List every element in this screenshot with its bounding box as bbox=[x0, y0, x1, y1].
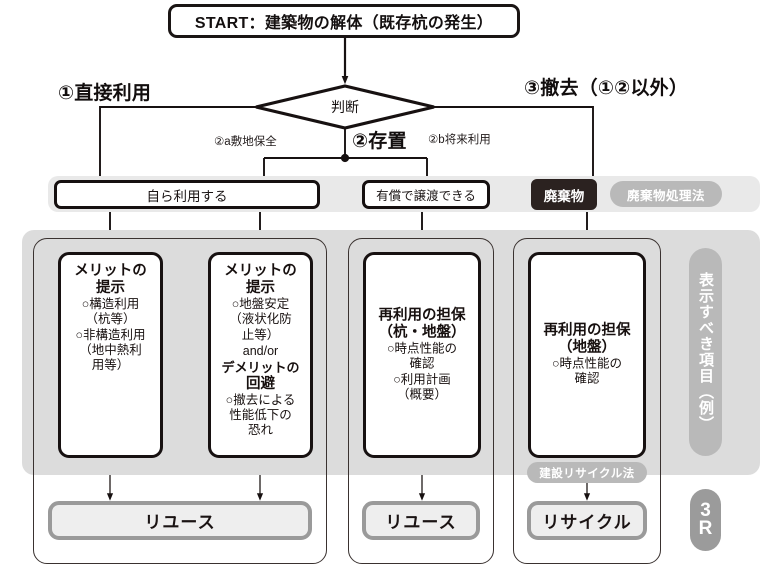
card-item: ○利用計画 bbox=[393, 372, 451, 387]
result-box-recycle[interactable]: リサイクル bbox=[527, 501, 647, 540]
card-item: （概要） bbox=[396, 387, 447, 402]
card-item: ○地盤安定 bbox=[231, 297, 290, 312]
card-reuse-assurance-pile-ground: 再利用の担保 （杭・地盤） ○時点性能の 確認 ○利用計画 （概要） bbox=[363, 252, 481, 458]
card-item: （杭等） bbox=[85, 312, 136, 327]
card-item: ○撤去による bbox=[225, 392, 296, 407]
card-merit-ground: メリットの 提示 ○地盤安定 （液状化防 止等） and/or デメリットの 回… bbox=[208, 252, 313, 458]
badge-construction-recycle-law: 建設リサイクル法 bbox=[527, 462, 647, 483]
card-heading-line4: 回避 bbox=[246, 375, 275, 392]
three-r-line2: R bbox=[698, 518, 713, 539]
card-item: ○時点性能の bbox=[551, 356, 623, 371]
card-item: 用等） bbox=[91, 358, 130, 373]
decision-label: 判断 bbox=[331, 99, 359, 115]
column-container-paid-transfer bbox=[348, 238, 494, 564]
result-box-reuse-left[interactable]: リユース bbox=[48, 501, 312, 540]
card-item: （地中熱利 bbox=[79, 342, 142, 357]
card-heading-line2: （杭・地盤） bbox=[378, 324, 466, 341]
side-badge-3r: 3 R bbox=[690, 489, 721, 551]
category-box-paid-transfer[interactable]: 有償で譲渡できる bbox=[362, 180, 490, 209]
branch-label-retain: ②存置 bbox=[352, 131, 407, 152]
branch-label-future-use: ②b将来利用 bbox=[428, 134, 491, 146]
result-box-reuse-mid[interactable]: リユース bbox=[362, 501, 480, 540]
badge-waste-management-law: 廃棄物処理法 bbox=[610, 181, 722, 207]
card-reuse-assurance-ground: 再利用の担保 （地盤） ○時点性能の 確認 bbox=[528, 252, 646, 458]
branch-label-site-preservation: ②a敷地保全 bbox=[214, 136, 277, 148]
card-item: 止等） bbox=[241, 327, 280, 342]
start-terminator: START：建築物の解体（既存杭の発生） bbox=[168, 4, 520, 38]
category-box-waste[interactable]: 廃棄物 bbox=[531, 179, 597, 210]
card-item: ○時点性能の bbox=[386, 341, 458, 356]
card-heading-line2: 提示 bbox=[96, 280, 125, 297]
card-item: 性能低下の bbox=[229, 407, 292, 422]
card-item: 確認 bbox=[409, 356, 435, 371]
card-heading-line1: メリットの bbox=[74, 263, 147, 279]
card-item: 確認 bbox=[574, 372, 600, 387]
category-box-self-use[interactable]: 自ら利用する bbox=[54, 180, 320, 209]
branch-label-removal: ③撤去（①②以外） bbox=[524, 78, 689, 99]
card-connector: and/or bbox=[242, 343, 279, 358]
branch-label-direct-use: ①直接利用 bbox=[58, 83, 152, 104]
card-item: ○非構造利用 bbox=[75, 327, 146, 342]
card-heading-line1: 再利用の担保 bbox=[378, 307, 466, 324]
three-r-line1: 3 bbox=[700, 499, 711, 521]
card-heading-line1: 再利用の担保 bbox=[543, 322, 631, 339]
junction-dot bbox=[340, 153, 350, 163]
card-heading-line3: デメリットの bbox=[221, 360, 300, 376]
card-heading-line2: 提示 bbox=[246, 280, 275, 297]
card-merit-structural: メリットの 提示 ○構造利用 （杭等） ○非構造利用 （地中熱利 用等） bbox=[58, 252, 163, 458]
card-heading-line1: メリットの bbox=[224, 263, 297, 279]
card-item: （液状化防 bbox=[229, 312, 292, 327]
column-container-self-use bbox=[33, 238, 327, 564]
card-item: 恐れ bbox=[247, 423, 273, 438]
card-heading-line2: （地盤） bbox=[558, 339, 616, 356]
side-label-display-items: 表示すべき項目（例） bbox=[689, 248, 722, 456]
card-item: ○構造利用 bbox=[81, 297, 140, 312]
